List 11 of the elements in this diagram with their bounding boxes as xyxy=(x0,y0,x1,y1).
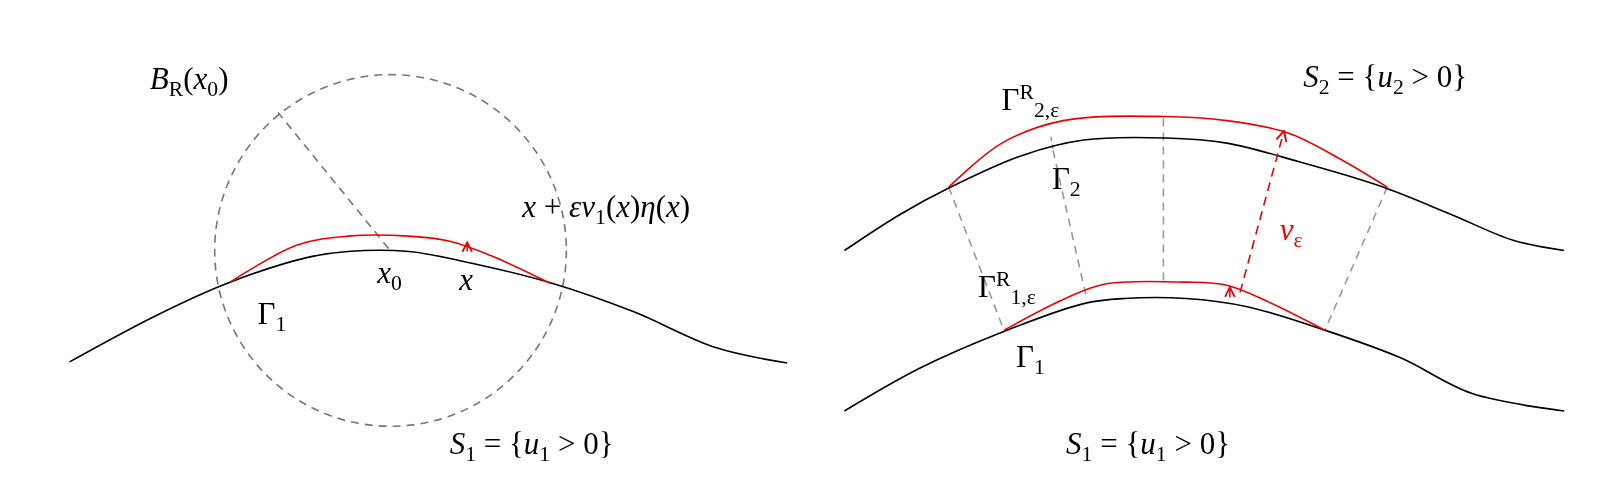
math-label: Γ$_{1}$ xyxy=(1016,340,1045,379)
math-label: Γ$_{1}$ xyxy=(257,297,287,336)
math-label: x$_{0}$ xyxy=(377,257,402,295)
math-label: x xyxy=(459,263,474,295)
math-label: B$_{R}$(x$_{0}$) xyxy=(149,62,229,101)
math-label: ν$_{ε}$ xyxy=(1279,214,1303,252)
math-label: S$_{1}$ = {u$_{1}$ > 0} xyxy=(449,427,614,466)
math-label: S$_{1}$ = {u$_{1}$ > 0} xyxy=(1066,427,1231,466)
math-label: x + εν$_{1}$(x)η(x) xyxy=(522,190,691,229)
math-label: S$_{2}$ = {u$_{2}$ > 0} xyxy=(1303,60,1468,99)
math-label: Γ$_{2}$ xyxy=(1051,163,1081,201)
